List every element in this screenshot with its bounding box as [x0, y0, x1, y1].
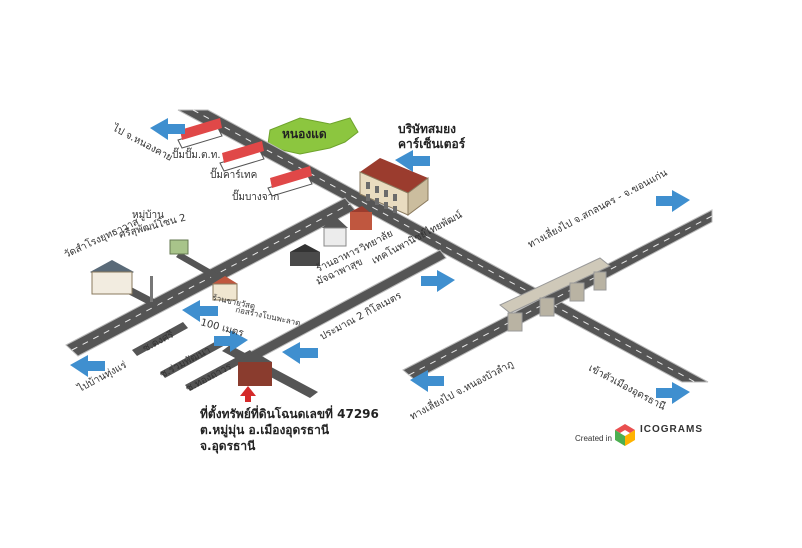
label-property-line2: ต.หมู่มุ่น อ.เมืองอุดรธานี	[200, 423, 330, 438]
label-property-line3: จ.อุดรธานี	[200, 439, 256, 454]
soi-road-2	[160, 338, 227, 378]
label-company-line2: คาร์เซ็นเตอร์	[398, 136, 466, 151]
label-pump-ptt: ปั๊มปั๊ม.ต.ท.	[172, 147, 221, 161]
property-building	[238, 352, 272, 386]
gas-station-caltex	[219, 141, 265, 172]
soi-road-1	[132, 322, 188, 356]
arrow-company	[395, 150, 430, 172]
icograms-logo-icon	[615, 424, 635, 446]
label-property-line1: ที่ตั้งทรัพย์ที่ดินโฉนดเลขที่ 47296	[200, 404, 379, 421]
arrow-2km	[421, 270, 455, 292]
property-marker-arrow	[240, 386, 256, 402]
tech-college-building	[350, 206, 372, 230]
created-in-label: Created in	[575, 434, 612, 443]
bypass-road	[402, 209, 713, 381]
label-soi-thongthaworn: ซ.ทองถาวร	[184, 361, 234, 395]
village-building	[169, 239, 189, 255]
overpass-bridge	[499, 257, 611, 332]
label-into-city: เข้าตัวเมืองอุดรธานี	[587, 362, 668, 413]
side-road-village	[176, 252, 220, 280]
label-bypass-sakon: ทางเลี่ยงไป จ.สกลนคร - จ.ขอนแก่น	[525, 165, 670, 251]
soi-road-3	[185, 350, 255, 391]
label-village: หมู่บ้าน	[132, 209, 164, 221]
gas-station-ptt	[177, 118, 223, 149]
label-pump-bangchak: ปั๊มบางจาก	[232, 189, 279, 203]
traffic-light-pole	[150, 276, 153, 302]
main-road	[177, 109, 709, 383]
label-pump-caltex: ปั๊มคาร์เทค	[210, 167, 257, 181]
roads	[65, 109, 713, 398]
temple-building	[90, 260, 134, 295]
arrow-100m	[182, 300, 218, 322]
restaurant-building	[290, 244, 320, 266]
house-building	[322, 216, 348, 247]
company-building	[359, 158, 429, 216]
gas-station-bangchak	[267, 166, 313, 197]
shop-building	[212, 276, 238, 301]
icograms-brand: ICOGRAMS	[640, 424, 703, 435]
arrow-into-city	[656, 382, 690, 404]
arrow-bypass-nongbua	[410, 370, 444, 392]
arrow-to-nongkhai	[150, 118, 185, 140]
label-soi-dongsri: ซ.ดงศรี	[141, 328, 176, 354]
arrow-upper-right	[656, 190, 690, 212]
label-company-line1: บริษัทสมยง	[398, 122, 456, 136]
label-nongdae: หนองแด	[282, 127, 327, 141]
label-shop-line2: ก่อสร้างโบนพะลาด	[235, 304, 302, 328]
direction-arrows	[70, 118, 690, 404]
arrow-to-property	[282, 342, 318, 364]
arrow-lower-left	[70, 355, 105, 377]
arrow-shop	[214, 330, 248, 352]
